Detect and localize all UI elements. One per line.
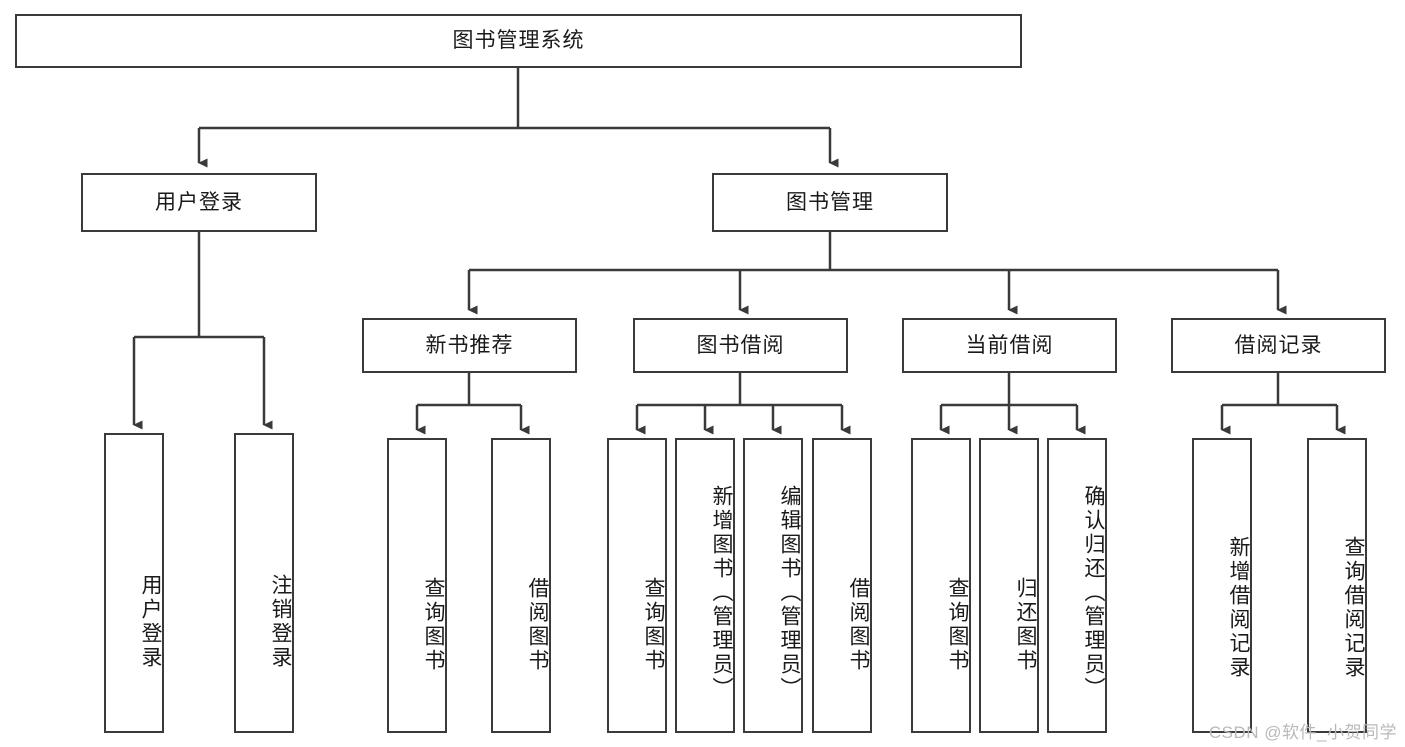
node-book-borrow-label: 图书借阅 <box>696 333 785 357</box>
node-leaf-user-login-label: 用户登录 <box>139 574 162 670</box>
node-book-manage-label: 图书管理 <box>786 190 874 214</box>
node-leaf-confirm-return-label: 确认归还（管理员） <box>1082 484 1105 701</box>
node-leaf-user-logout[interactable]: 注销登录 <box>234 433 294 733</box>
node-leaf-borrow-book-2[interactable]: 借阅图书 <box>812 438 872 733</box>
node-current-borrow[interactable]: 当前借阅 <box>902 318 1117 373</box>
node-leaf-confirm-return[interactable]: 确认归还（管理员） <box>1047 438 1107 733</box>
node-leaf-user-logout-label: 注销登录 <box>269 574 292 670</box>
node-leaf-return-book-label: 归还图书 <box>1014 576 1037 673</box>
node-leaf-edit-book-label: 编辑图书（管理员） <box>778 484 801 701</box>
node-leaf-add-record[interactable]: 新增借阅记录 <box>1192 438 1252 733</box>
node-borrow-record[interactable]: 借阅记录 <box>1171 318 1386 373</box>
node-current-borrow-label: 当前借阅 <box>965 333 1054 357</box>
node-root-label: 图书管理系统 <box>452 29 585 53</box>
node-leaf-borrow-book-1-label: 借阅图书 <box>526 576 549 673</box>
node-leaf-user-login[interactable]: 用户登录 <box>104 433 164 733</box>
node-leaf-query-book-2-label: 查询图书 <box>642 576 665 673</box>
node-leaf-return-book[interactable]: 归还图书 <box>979 438 1039 733</box>
node-leaf-query-book-3-label: 查询图书 <box>946 576 969 673</box>
node-root[interactable]: 图书管理系统 <box>15 14 1022 68</box>
node-leaf-query-record-label: 查询借阅记录 <box>1342 535 1365 680</box>
node-leaf-query-book-3[interactable]: 查询图书 <box>911 438 971 733</box>
node-leaf-edit-book[interactable]: 编辑图书（管理员） <box>743 438 803 733</box>
node-leaf-add-book[interactable]: 新增图书（管理员） <box>675 438 735 733</box>
node-leaf-add-book-label: 新增图书（管理员） <box>710 484 733 701</box>
node-new-book-rec-label: 新书推荐 <box>425 333 514 357</box>
node-leaf-borrow-book-1[interactable]: 借阅图书 <box>491 438 551 733</box>
node-leaf-query-record[interactable]: 查询借阅记录 <box>1307 438 1367 733</box>
node-leaf-query-book-1-label: 查询图书 <box>422 576 445 673</box>
node-leaf-add-record-label: 新增借阅记录 <box>1227 535 1250 680</box>
node-user-login[interactable]: 用户登录 <box>81 173 317 232</box>
node-book-manage[interactable]: 图书管理 <box>712 173 948 232</box>
node-leaf-query-book-1[interactable]: 查询图书 <box>387 438 447 733</box>
node-leaf-borrow-book-2-label: 借阅图书 <box>847 576 870 673</box>
node-user-login-label: 用户登录 <box>155 190 243 214</box>
node-book-borrow[interactable]: 图书借阅 <box>633 318 848 373</box>
node-borrow-record-label: 借阅记录 <box>1234 333 1323 357</box>
csdn-watermark: CSDN @软件_小贺同学 <box>1208 723 1397 742</box>
node-new-book-rec[interactable]: 新书推荐 <box>362 318 577 373</box>
node-leaf-query-book-2[interactable]: 查询图书 <box>607 438 667 733</box>
